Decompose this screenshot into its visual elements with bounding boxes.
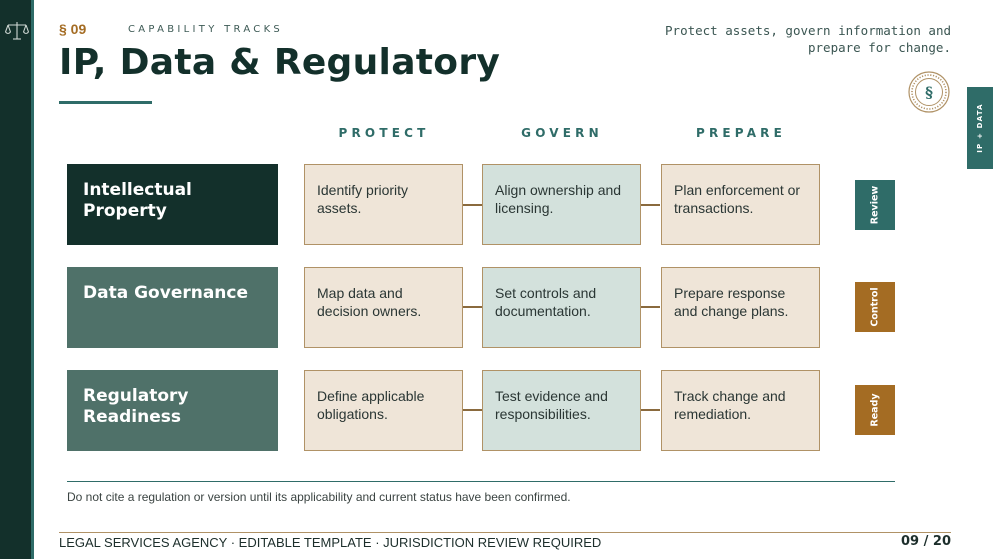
footer-text: LEGAL SERVICES AGENCY · EDITABLE TEMPLAT… [59, 535, 602, 550]
column-header-protect: PROTECT [338, 126, 430, 140]
matrix-cell: Plan enforcement or transactions. [661, 164, 820, 245]
row-connector [463, 306, 482, 308]
eyebrow-label: CAPABILITY TRACKS [128, 24, 284, 35]
row-label-intellectual-property: Intellectual Property [67, 164, 278, 245]
column-header-govern: GOVERN [521, 126, 603, 140]
row-label-regulatory-readiness: Regulatory Readiness [67, 370, 278, 451]
matrix-cell: Define applicable obligations. [304, 370, 463, 451]
status-badge-control: Control [855, 282, 895, 332]
footnote: Do not cite a regulation or version unti… [67, 490, 571, 504]
side-tab[interactable]: IP + DATA [967, 87, 993, 169]
page-number: 09 / 20 [901, 534, 951, 549]
matrix-cell: Set controls and documentation. [482, 267, 641, 348]
seal-glyph: § [925, 84, 933, 102]
footer-divider [59, 532, 951, 533]
page-title: IP, Data & Regulatory [59, 42, 501, 83]
title-underline [59, 101, 152, 104]
row-label-data-governance: Data Governance [67, 267, 278, 348]
row-connector [641, 409, 660, 411]
matrix-cell: Test evidence and responsibilities. [482, 370, 641, 451]
status-badge-label: Review [869, 185, 881, 225]
status-badge-ready: Ready [855, 385, 895, 435]
column-header-prepare: PREPARE [695, 126, 787, 140]
matrix-cell: Track change and remediation. [661, 370, 820, 451]
matrix-cell: Map data and decision owners. [304, 267, 463, 348]
matrix-cell: Prepare response and change plans. [661, 267, 820, 348]
left-rail [0, 0, 34, 559]
footnote-divider [67, 481, 895, 482]
section-number: § 09 [59, 21, 87, 37]
row-connector [463, 409, 482, 411]
row-connector [463, 204, 482, 206]
tagline: Protect assets, govern information and p… [665, 23, 951, 55]
status-badge-label: Control [869, 287, 881, 327]
section-seal-icon: § [908, 71, 950, 113]
row-connector [641, 306, 660, 308]
matrix-cell: Identify priority assets. [304, 164, 463, 245]
row-connector [641, 204, 660, 206]
left-rail-accent [31, 0, 34, 559]
status-badge-review: Review [855, 180, 895, 230]
side-tab-label: IP + DATA [976, 103, 984, 153]
scales-of-justice-icon [5, 22, 29, 40]
status-badge-label: Ready [869, 393, 881, 427]
matrix-cell: Align ownership and licensing. [482, 164, 641, 245]
